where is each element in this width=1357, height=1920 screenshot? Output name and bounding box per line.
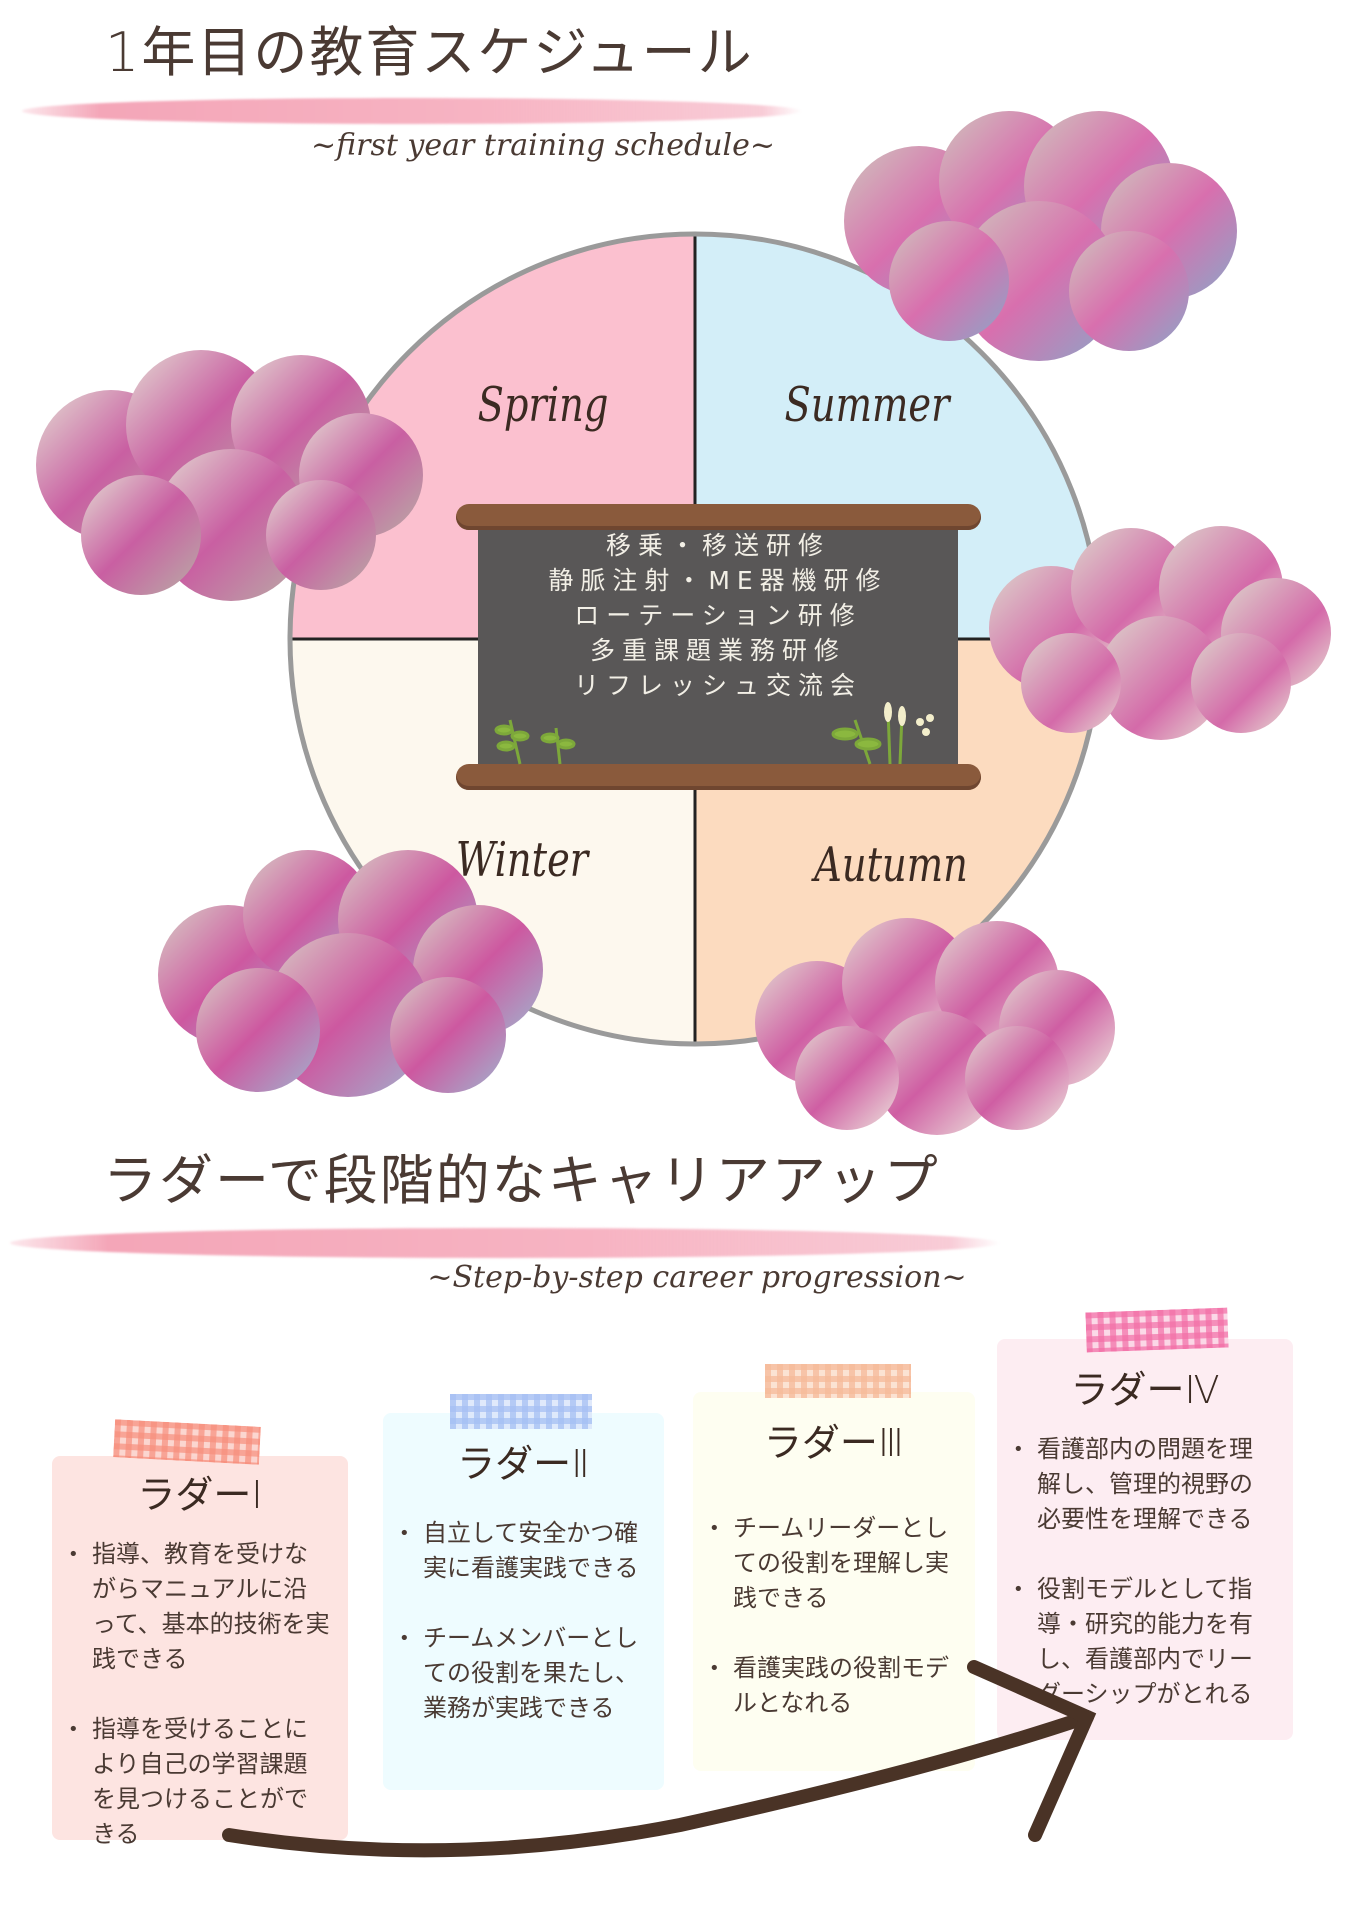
chalkboard [478, 516, 958, 770]
log-top [456, 504, 981, 530]
ladder-card-2: ラダーⅡ 自立して安全かつ確実に看護実践できる チームメンバーとしての役割を果た… [383, 1413, 664, 1790]
training-list: 移乗・移送研修 静脈注射・ME器機研修 ローテーション研修 多重課題業務研修 リ… [478, 528, 958, 703]
photo-winter-training [158, 850, 543, 1097]
ladder-item: 看護部内の問題を理解し、管理的視野の必要性を理解できる [1013, 1432, 1275, 1537]
ladder-title: ラダーⅡ [457, 1442, 590, 1486]
schedule-subtitle: ~first year training schedule~ [310, 128, 776, 163]
training-item: 静脈注射・ME器機研修 [548, 566, 888, 595]
ladder-title: ラダーⅠ [137, 1473, 263, 1517]
ladder-card-1: ラダーⅠ 指導、教育を受けながらマニュアルに沿って、基本的技術を実践できる 指導… [52, 1456, 348, 1848]
ladder-title: ラダーⅢ [763, 1421, 905, 1465]
gingham-tape-red [113, 1419, 261, 1465]
ladder-item: 看護実践の役割モデルとなれる [709, 1651, 957, 1721]
season-label-winter: Winter [455, 832, 589, 888]
ladder-card-3: ラダーⅢ チームリーダーとしての役割を理解し実践できる 看護実践の役割モデルとな… [693, 1392, 975, 1771]
ladder-item: 指導を受けることにより自己の学習課題を見つけることができる [68, 1712, 330, 1852]
photo-transfer-training [844, 111, 1237, 361]
ladder-item: 自立して安全かつ確実に看護実践できる [399, 1516, 646, 1586]
training-item: 移乗・移送研修 [605, 531, 830, 560]
gingham-tape-blue [450, 1394, 592, 1429]
schedule-title: 1年目の教育スケジュール [105, 21, 754, 84]
season-label-autumn: Autumn [814, 837, 968, 893]
career-title: ラダーで段階的なキャリアアップ [103, 1149, 940, 1212]
gingham-tape-orange [765, 1364, 911, 1398]
photo-spring-training [36, 350, 423, 601]
ladder-title: ラダーⅣ [1070, 1368, 1220, 1412]
season-label-summer: Summer [784, 377, 950, 433]
gingham-tape-pink [1085, 1307, 1229, 1353]
training-item: 多重課題業務研修 [589, 636, 846, 665]
photo-autumn-training [755, 918, 1115, 1135]
brush-stroke-decoration [10, 1228, 1000, 1258]
ladder-item: チームリーダーとしての役割を理解し実践できる [709, 1511, 957, 1616]
plant-decoration-icon [494, 702, 934, 765]
training-item: リフレッシュ交流会 [573, 671, 862, 700]
training-item: ローテーション研修 [574, 601, 862, 630]
ladder-item: 指導、教育を受けながらマニュアルに沿って、基本的技術を実践できる [68, 1537, 330, 1677]
career-subtitle: ~Step-by-step career progression~ [427, 1260, 967, 1295]
ladder-card-4: ラダーⅣ 看護部内の問題を理解し、管理的視野の必要性を理解できる 役割モデルとし… [997, 1339, 1293, 1740]
ladder-item: 役割モデルとして指導・研究的能力を有し、看護部内でリーダーシップがとれる [1013, 1572, 1275, 1712]
brush-stroke-decoration [22, 98, 802, 124]
ladder-item: チームメンバーとしての役割を果たし、業務が実践できる [399, 1621, 646, 1726]
log-bottom [456, 764, 981, 790]
photo-classroom-training [989, 526, 1331, 740]
progress-arrow-icon [222, 1660, 1097, 1858]
season-label-spring: Spring [477, 377, 609, 433]
